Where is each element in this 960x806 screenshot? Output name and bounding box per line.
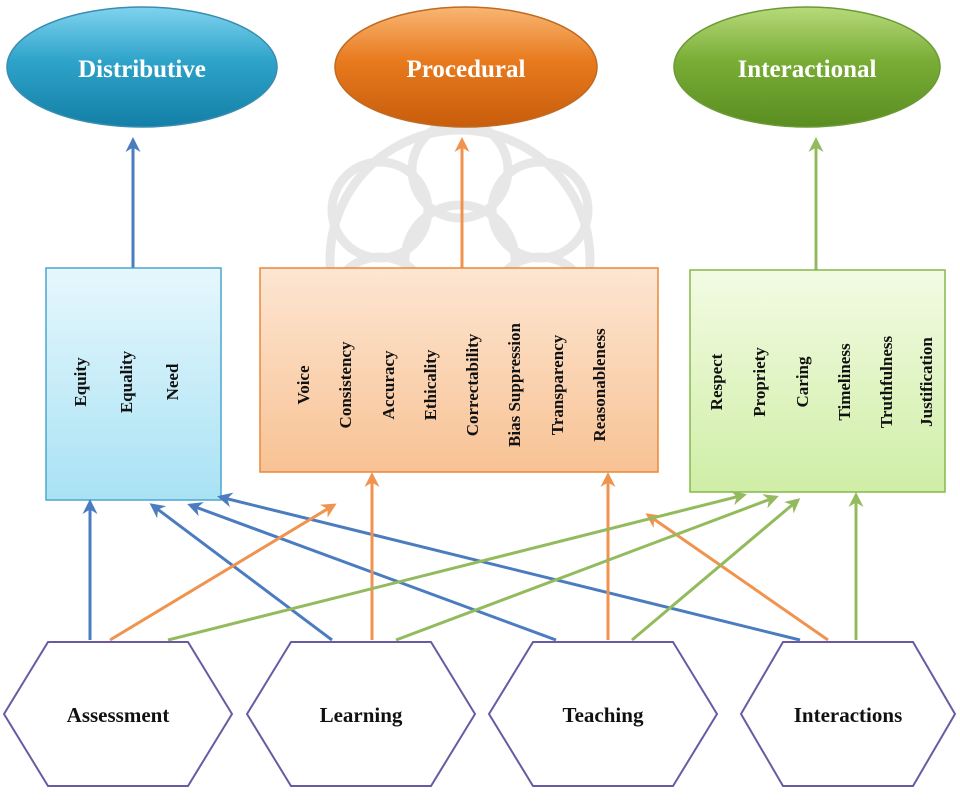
component-voice: Voice (294, 365, 313, 404)
distributive-oval: Distributive (6, 6, 278, 128)
component-ethicality: Ethicality (421, 349, 440, 420)
arrow-interactions-distributive (217, 492, 801, 642)
component-reasonableness: Reasonableness (590, 328, 609, 442)
arrow-assessment-procedural (109, 503, 337, 642)
domain-teaching: Teaching (563, 703, 644, 727)
domain-interactions: Interactions (794, 703, 903, 727)
arrow-assessment-interactional (167, 490, 747, 642)
blue-connectors (82, 492, 801, 642)
green-connectors (167, 490, 864, 642)
component-accuracy: Accuracy (379, 350, 398, 419)
orange-connectors (109, 472, 829, 642)
hexagon-assessment: Assessment (2, 641, 234, 787)
component-truthfulness: Truthfulness (877, 335, 896, 428)
component-equity: Equity (71, 357, 90, 407)
distributive-label: Distributive (78, 56, 206, 83)
procedural-oval: Procedural (334, 6, 598, 128)
component-correctability: Correctability (463, 333, 482, 436)
domain-assessment: Assessment (67, 703, 170, 727)
component-need: Need (163, 363, 182, 400)
arrow-learning-interactional (395, 494, 779, 642)
component-timeliness: Timeliness (835, 343, 854, 421)
distributive-box (45, 267, 222, 501)
procedural-box (259, 267, 659, 473)
component-transparency: Transparency (548, 334, 567, 435)
interactional-oval: Interactional (673, 6, 941, 128)
component-propriety: Propriety (750, 347, 769, 417)
hexagon-teaching: Teaching (487, 641, 719, 787)
hexagon-learning: Learning (245, 641, 477, 787)
component-justification: Justification (917, 337, 936, 427)
interactional-box (689, 269, 946, 493)
component-respect: Respect (707, 353, 726, 410)
domain-learning: Learning (320, 703, 403, 727)
component-consistency: Consistency (336, 341, 355, 428)
arrow-teaching-interactional (631, 498, 801, 642)
arrow-learning-distributive (149, 503, 333, 642)
arrow-interactions-procedural (645, 513, 829, 642)
interactional-label: Interactional (738, 56, 877, 83)
component-caring: Caring (793, 356, 812, 408)
component-bias-suppression: Bias Suppression (505, 322, 524, 446)
component-equality: Equality (117, 350, 136, 413)
procedural-label: Procedural (407, 56, 526, 83)
hexagon-interactions: Interactions (739, 641, 957, 787)
